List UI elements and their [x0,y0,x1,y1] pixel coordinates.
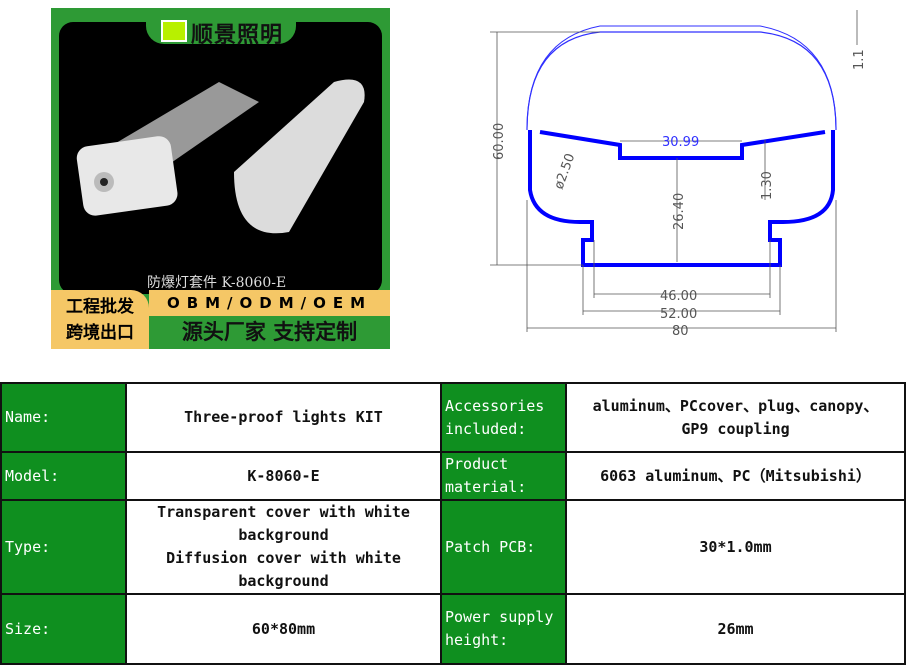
value-size: 60*80mm [125,593,442,665]
value-power-height: 26mm [565,593,906,665]
photo-background: 防爆灯套件 K-8060-E [59,22,382,294]
obm-banner: OBM/ODM/OEM [149,290,390,316]
label-accessories: Accessories included: [440,382,567,453]
label-name: Name: [0,382,127,453]
cover-outline-outer [526,25,837,131]
cover-outline [526,31,837,131]
dim-hole: ø2.50 [552,152,579,192]
brand-logo-icon [161,20,187,42]
base-profile [528,130,835,267]
label-model: Model: [0,451,127,501]
badge-line: 工程批发 [66,297,134,317]
value-line: Three-proof lights KIT [184,408,383,426]
product-photo: 防爆灯套件 K-8060-E 顺景照明 工程批发 跨境出口 OBM/ODM/OE… [51,8,390,349]
dim-width-52: 52.00 [660,307,697,322]
label-power-height: Power supply height: [440,593,567,665]
dim-top: 1.1 [852,49,867,70]
value-line: K-8060-E [247,466,320,485]
dim-height: 60.00 [492,123,507,160]
value-line: Diffusion cover with white background [166,549,401,590]
profile-drawing: 60.00 80 52.00 46.00 30.99 26.40 ø2.50 1… [490,10,867,339]
value-pcb: 30*1.0mm [565,499,906,595]
label-size: Size: [0,593,127,665]
value-line: aluminum、PCcover、plug、canopy、 [592,396,879,415]
label-material: Product material: [440,451,567,501]
label-pcb: Patch PCB: [440,499,567,595]
value-accessories: aluminum、PCcover、plug、canopy、 GP9 couplin… [565,382,906,453]
dim-width-46: 46.00 [660,289,697,304]
spec-table: Name: Three-proof lights KIT Accessories… [0,382,906,665]
table-row: Size: 60*80mm Power supply height: 26mm [0,593,906,665]
table-row: Name: Three-proof lights KIT Accessories… [0,382,906,453]
wholesale-badge: 工程批发 跨境出口 [51,290,149,349]
value-line: 6063 aluminum、PC（Mitsubishi） [600,466,871,485]
value-model: K-8060-E [125,451,442,501]
value-line: Transparent cover with white background [157,503,410,544]
photo-caption: 防爆灯套件 K-8060-E [147,275,287,291]
light-fixture-image [76,79,365,234]
table-row: Type: Transparent cover with white backg… [0,499,906,595]
value-name: Three-proof lights KIT [125,382,442,453]
slogan: 源头厂家 支持定制 [181,320,358,344]
table-row: Model: K-8060-E Product material: 6063 a… [0,451,906,501]
label-type: Type: [0,499,127,595]
dim-inner: 26.40 [672,193,687,230]
value-material: 6063 aluminum、PC（Mitsubishi） [565,451,906,501]
badge-line: 跨境出口 [66,323,134,343]
dim-width-80: 80 [672,324,689,339]
brand-name: 顺景照明 [191,23,284,48]
dim-slot: 30.99 [662,135,699,150]
value-line: 30*1.0mm [699,537,772,556]
value-line: GP9 coupling [681,419,790,438]
value-line: 26mm [717,619,754,638]
value-line: 60*80mm [251,619,316,638]
dim-step: 1.30 [760,171,775,200]
